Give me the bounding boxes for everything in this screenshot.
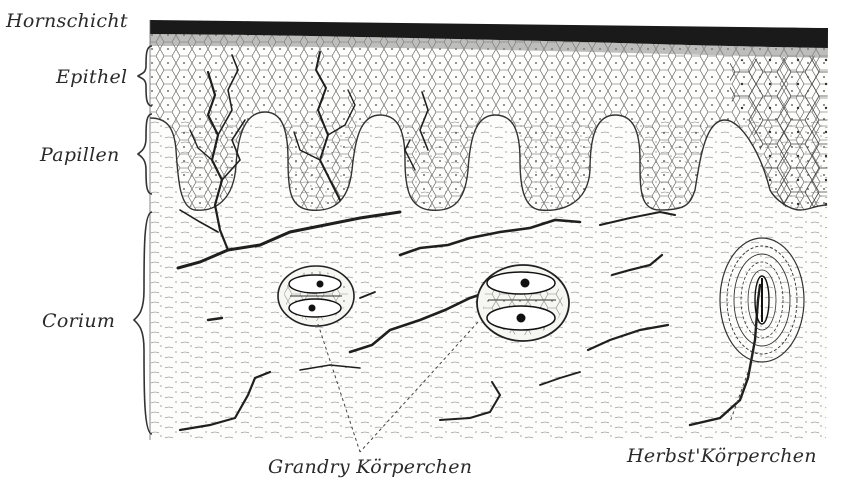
label-grandry-koerperchen: Grandry Körperchen — [268, 456, 472, 478]
grandry-corpuscle-right — [477, 265, 569, 341]
label-papillen: Papillen — [40, 144, 120, 166]
layer-braces — [134, 46, 152, 434]
label-herbst-koerperchen: Herbst'Körperchen — [627, 445, 817, 467]
label-corium: Corium — [42, 310, 115, 332]
label-hornschicht: Hornschicht — [6, 10, 128, 32]
label-epithel: Epithel — [56, 66, 127, 88]
tissue-block — [150, 18, 830, 450]
grandry-corpuscle-left — [278, 266, 354, 326]
